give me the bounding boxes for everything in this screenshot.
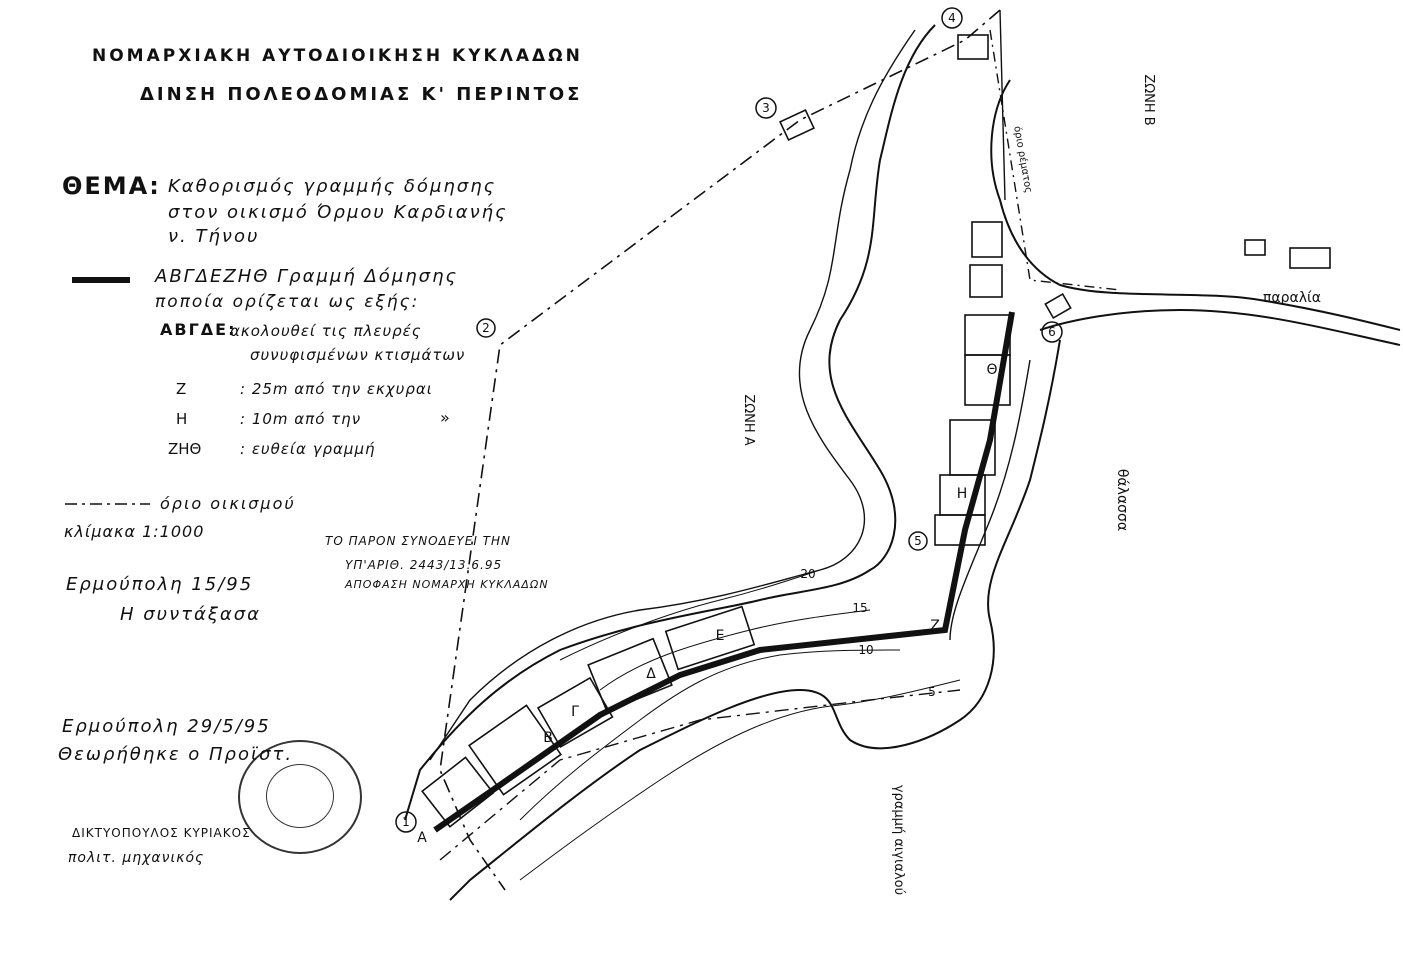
- subject-line-1: Καθορισμός γραμμής δόμησης: [168, 176, 497, 197]
- marker-6-label: 6: [1048, 325, 1056, 339]
- subject-label: ΘΕΜΑ:: [62, 172, 161, 200]
- marker-6: [1041, 321, 1063, 343]
- building: [1289, 247, 1331, 269]
- building: [1044, 292, 1072, 320]
- checked-by: Θεωρήθηκε ο Προϊστ.: [58, 744, 294, 765]
- beach-label: παραλία: [1263, 290, 1321, 306]
- shoreline: [449, 339, 1061, 901]
- building-line: [433, 311, 1015, 833]
- stream-bank-west: [404, 24, 936, 821]
- contour-15-label: 15: [852, 601, 867, 615]
- place-date-1: Ερμούπολη 15/95: [66, 574, 254, 595]
- legend-zhth-val: : ευθεία γραμμή: [240, 440, 376, 458]
- marker-4: [941, 7, 963, 29]
- scale-label: κλίμακα 1:1000: [64, 522, 205, 541]
- marker-3: [755, 97, 777, 119]
- legend-z-val: : 25m από την εκχυραι: [240, 380, 433, 398]
- point-g-label: Γ: [571, 704, 579, 720]
- marker-2: [476, 318, 496, 338]
- building-line-legend-title: ΑΒΓΔΕΖΗΘ Γραμμή Δόμησης: [155, 266, 459, 287]
- building: [468, 704, 562, 796]
- building: [971, 221, 1003, 258]
- subject-line-3: ν. Τήνου: [168, 226, 260, 247]
- legend-h-ditto: »: [440, 408, 450, 427]
- contour-20: [559, 569, 821, 661]
- legend-h-key: Η: [176, 410, 188, 428]
- building: [957, 34, 989, 60]
- settlement-limit-line-right: [989, 29, 1121, 291]
- building-line-legend-sub: ποποία ορίζεται ως εξής:: [155, 292, 420, 312]
- building: [664, 605, 756, 671]
- drafted-by: Η συντάξασα: [120, 604, 262, 625]
- marker-4-label: 4: [948, 11, 956, 25]
- stream-bank-east-2: [1039, 308, 1401, 346]
- point-e-label: Ε: [716, 628, 725, 644]
- officer-title: πολιτ. μηχανικός: [68, 850, 205, 866]
- contour-5: [519, 679, 961, 881]
- note-line-3: ΑΠΟΦΑΣΗ ΝΟΜΑΡΧΗ ΚΥΚΛΑΔΩΝ: [345, 578, 549, 591]
- contour-10: [519, 649, 901, 821]
- officer-name: ΔΙΚΤΥΟΠΟΥΛΟΣ ΚΥΡΙΑΚΟΣ: [72, 826, 251, 840]
- contour-20-label: 20: [800, 567, 815, 581]
- legend-zhth-key: ΖΗΘ: [168, 440, 202, 458]
- official-stamp: [238, 740, 362, 854]
- subject-line-2: στον οικισμό Όρμου Καρδιανής: [168, 202, 508, 223]
- zone-b-label: ΖΩΝΗ Β: [1141, 74, 1156, 125]
- shoreline-inner: [949, 359, 1031, 641]
- building: [421, 756, 495, 828]
- authority-title: ΝΟΜΑΡΧΙΑΚΗ ΑΥΤΟΔΙΟΙΚΗΣΗ ΚΥΚΛΑΔΩΝ: [92, 46, 583, 66]
- marker-2-label: 2: [482, 321, 490, 335]
- building: [964, 354, 1011, 406]
- legend-h-val: : 10m από την: [240, 410, 362, 428]
- shoreline-label: γραμμή αιγιαλού: [891, 785, 906, 895]
- legend-z-key: Ζ: [176, 380, 187, 398]
- point-a-label: Α: [417, 830, 427, 846]
- point-th-label: Θ: [986, 362, 997, 378]
- marker-3-label: 3: [762, 101, 770, 115]
- settlement-limit-line: [439, 9, 1001, 891]
- building: [1244, 239, 1266, 256]
- marker-1-label: 1: [402, 815, 410, 829]
- legend-abgde-key: ΑΒΓΔΕ:: [160, 320, 237, 339]
- contour-10-label: 10: [858, 643, 873, 657]
- contour-5-label: 5: [928, 685, 936, 699]
- note-line-1: ΤΟ ΠΑΡΟΝ ΣΥΝΟΔΕΥΕΙ ΤΗΝ: [325, 534, 512, 548]
- sea-label: θάλασσα: [1114, 469, 1130, 531]
- building: [536, 676, 614, 749]
- point-z-label: Ζ: [930, 618, 940, 634]
- contour-15: [599, 609, 871, 691]
- department-title: ΔΙΝΣΗ ΠΟΛΕΟΔΟΜΙΑΣ Κ' ΠΕΡΙΝΤΟΣ: [140, 84, 583, 105]
- stream-bank-west-inner: [429, 29, 916, 761]
- point-h-label: Η: [957, 486, 968, 502]
- note-line-2: ΥΠ'ΑΡΙΘ. 2443/13.6.95: [345, 558, 503, 572]
- stream-bank-east: [990, 79, 1401, 331]
- marker-5: [908, 531, 928, 551]
- zone-a-label: ΖΩΝΗ Α: [741, 394, 756, 445]
- point-b-label: Β: [543, 730, 553, 746]
- road-east: [999, 9, 1006, 201]
- building: [779, 108, 815, 142]
- settlement-limit-legend: όριο οικισμού: [160, 494, 296, 513]
- legend-abgde-val-1: ακολουθεί τις πλευρές: [230, 322, 422, 340]
- building: [969, 264, 1003, 298]
- point-d-label: Δ: [646, 666, 656, 682]
- legend-abgde-val-2: συνυφισμένων κτισμάτων: [250, 346, 466, 364]
- place-date-2: Ερμούπολη 29/5/95: [62, 716, 271, 737]
- marker-1: [395, 811, 417, 833]
- marker-5-label: 5: [914, 534, 922, 548]
